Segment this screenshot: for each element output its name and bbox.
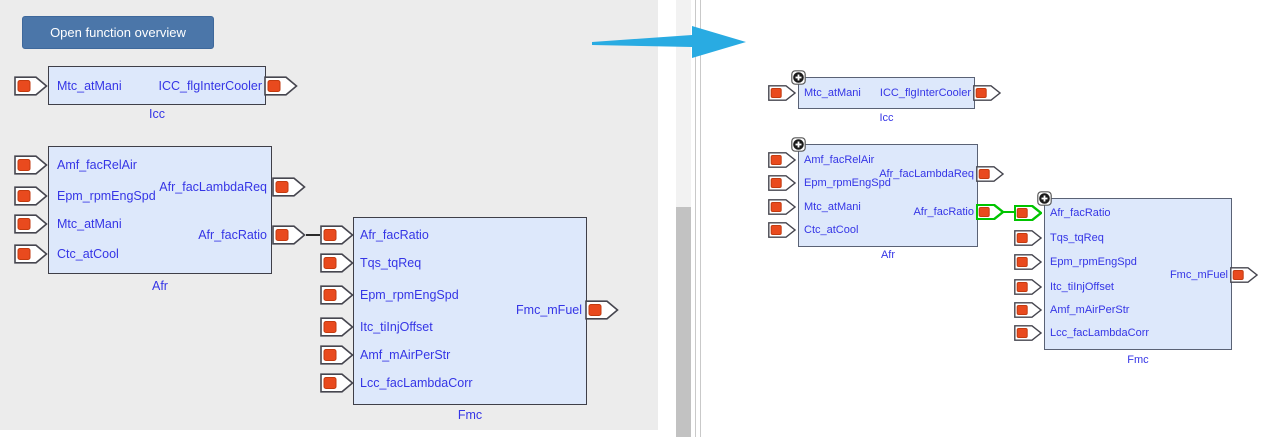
port-label: ICC_flgInterCooler (158, 79, 262, 93)
port-label: Epm_rpmEngSpd (1050, 256, 1137, 268)
output-port-icon[interactable] (272, 225, 306, 245)
right-block-name-icc: Icc (879, 112, 894, 124)
right-arrow-icon (592, 26, 746, 58)
port-label: Tqs_tqReq (1050, 232, 1104, 244)
block-name-afr: Afr (152, 279, 168, 293)
port-label: Mtc_atMani (804, 87, 861, 99)
block-fmc[interactable] (353, 217, 587, 405)
port-label: Epm_rpmEngSpd (57, 189, 156, 203)
open-function-overview-button[interactable]: Open function overview (22, 16, 214, 49)
port-label: Ctc_atCool (57, 247, 119, 261)
output-port-icon[interactable] (585, 300, 619, 320)
block-name-fmc: Fmc (457, 408, 483, 422)
output-port-icon[interactable] (272, 177, 306, 197)
output-port-icon-highlighted[interactable] (975, 203, 1005, 221)
input-port-icon[interactable] (768, 199, 796, 215)
input-port-icon-highlighted[interactable] (1013, 204, 1043, 222)
scrollbar-thumb[interactable] (676, 207, 691, 437)
port-label: Mtc_atMani (57, 79, 122, 93)
port-label: Afr_facRatio (1050, 207, 1111, 219)
port-label: Epm_rpmEngSpd (804, 177, 891, 189)
block-name-icc: Icc (149, 107, 165, 121)
signal-wire (306, 234, 320, 236)
input-port-icon[interactable] (320, 285, 354, 305)
port-label: Amf_facRelAir (804, 154, 875, 166)
highlighted-signal-wire (1003, 210, 1015, 213)
port-label: Fmc_mFuel (1169, 269, 1228, 281)
input-port-icon[interactable] (1014, 325, 1042, 341)
port-label: Tqs_tqReq (360, 256, 422, 270)
input-port-icon[interactable] (14, 186, 48, 206)
input-port-icon[interactable] (320, 345, 354, 365)
vertical-scrollbar[interactable] (676, 0, 691, 437)
port-label: Amf_facRelAir (57, 158, 137, 172)
right-block-afr[interactable] (798, 144, 978, 247)
port-label: Mtc_atMani (57, 217, 122, 231)
output-port-icon[interactable] (973, 85, 1001, 101)
block-afr[interactable] (48, 146, 272, 274)
input-port-icon[interactable] (1014, 230, 1042, 246)
output-port-icon[interactable] (1230, 267, 1258, 283)
input-port-icon[interactable] (768, 85, 796, 101)
output-port-icon[interactable] (976, 166, 1004, 182)
port-label: Afr_facRatio (913, 206, 974, 218)
port-label: Afr_facLambdaReq (879, 168, 974, 180)
input-port-icon[interactable] (14, 155, 48, 175)
port-label: Afr_facRatio (360, 228, 429, 242)
input-port-icon[interactable] (320, 225, 354, 245)
port-label: Mtc_atMani (804, 201, 861, 213)
right-block-name-afr: Afr (880, 249, 896, 261)
input-port-icon[interactable] (14, 244, 48, 264)
input-port-icon[interactable] (320, 253, 354, 273)
input-port-icon[interactable] (768, 152, 796, 168)
input-port-icon[interactable] (14, 214, 48, 234)
expand-plus-icon[interactable] (791, 70, 806, 85)
input-port-icon[interactable] (768, 175, 796, 191)
port-label: Fmc_mFuel (516, 303, 582, 317)
input-port-icon[interactable] (14, 76, 48, 96)
right-block-icc[interactable] (798, 77, 975, 109)
panel-splitter[interactable] (695, 0, 701, 437)
input-port-icon[interactable] (768, 222, 796, 238)
block-icc[interactable] (48, 66, 266, 105)
expand-plus-icon[interactable] (791, 137, 806, 152)
input-port-icon[interactable] (320, 317, 354, 337)
output-port-icon[interactable] (264, 76, 298, 96)
port-label: Lcc_facLambdaCorr (360, 376, 473, 390)
port-label: Lcc_facLambdaCorr (1050, 327, 1150, 339)
port-label: Amf_mAirPerStr (1050, 304, 1130, 316)
port-label: Ctc_atCool (804, 224, 859, 236)
input-port-icon[interactable] (320, 373, 354, 393)
input-port-icon[interactable] (1014, 254, 1042, 270)
port-label: Itc_tiInjOffset (360, 320, 433, 334)
port-label: Afr_facRatio (198, 228, 267, 242)
input-port-icon[interactable] (1014, 279, 1042, 295)
right-block-name-fmc: Fmc (1127, 354, 1149, 366)
port-label: ICC_flgInterCooler (879, 87, 971, 99)
right-block-fmc[interactable] (1044, 198, 1232, 350)
expand-plus-icon[interactable] (1037, 191, 1052, 206)
port-label: Afr_facLambdaReq (159, 180, 267, 194)
port-label: Itc_tiInjOffset (1050, 281, 1114, 293)
port-label: Epm_rpmEngSpd (360, 288, 459, 302)
input-port-icon[interactable] (1014, 302, 1042, 318)
port-label: Amf_mAirPerStr (360, 348, 451, 362)
